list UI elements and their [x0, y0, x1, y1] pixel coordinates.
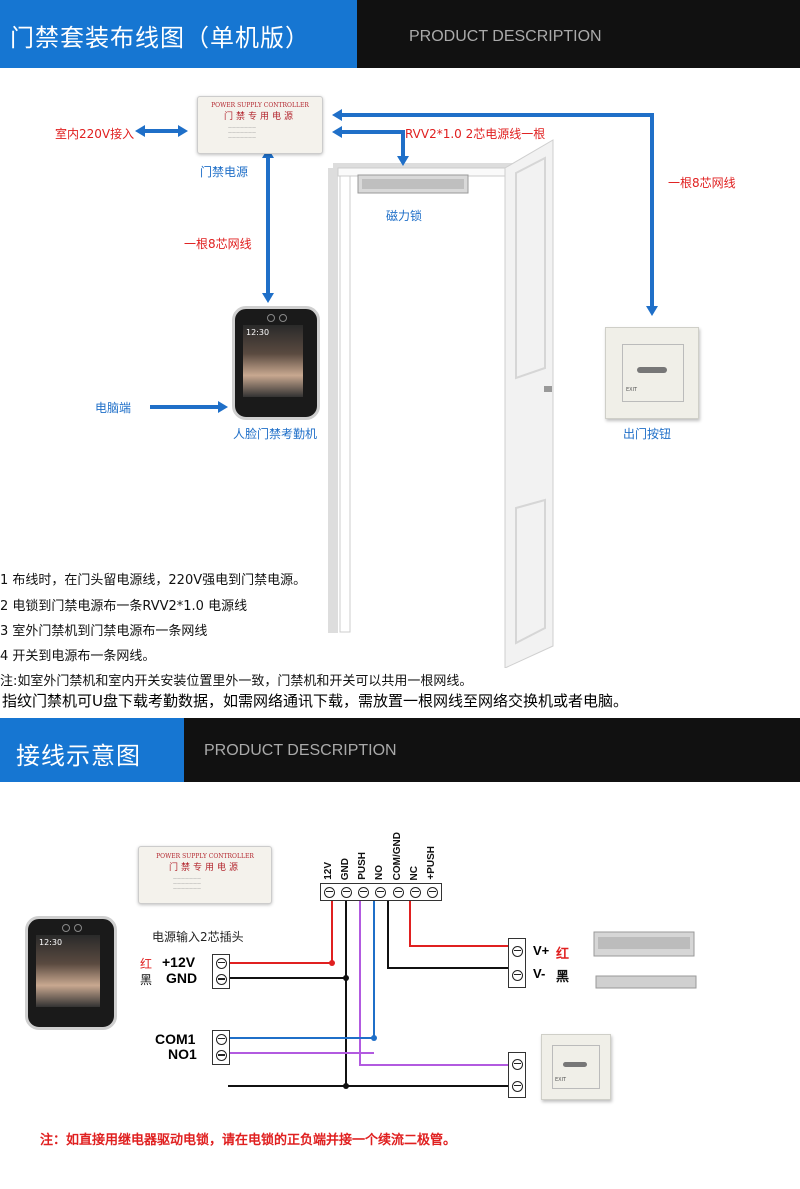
header2-subtitle-bar: PRODUCT DESCRIPTION: [184, 718, 800, 782]
terminal-screw-icon: [511, 1080, 523, 1092]
exit-button-device-2: EXIT: [541, 1034, 611, 1100]
com1-label: COM1: [155, 1031, 196, 1047]
ac-input-label: 室内220V接入: [55, 127, 135, 141]
sensor-icon: [279, 314, 287, 322]
net-cable-right-label: 一根8芯网线: [668, 176, 736, 190]
note-3: 3 室外门禁机到门禁电源布一条网线: [0, 624, 208, 639]
screen-time: 12:30: [246, 328, 270, 337]
exit-button-device: EXIT: [605, 327, 699, 419]
header2-subtitle: PRODUCT DESCRIPTION: [204, 742, 397, 759]
gnd-label: GND: [166, 970, 198, 986]
power-supply-unit-2: POWER SUPPLY CONTROLLER 门禁专用电源 —————————…: [138, 846, 272, 904]
controller-terminal-block: [320, 883, 442, 901]
psu-label-cn-2: 门禁专用电源: [168, 863, 241, 873]
camera-icon: [62, 924, 70, 932]
exit-button-label: 出门按钮: [623, 427, 672, 441]
rvv-cable-label: RVV2*1.0 2芯电源线一根: [405, 127, 546, 141]
wires: [228, 900, 508, 1087]
terminal-labels: 12V GND PUSH NO COM/GND NC +PUSH: [320, 822, 440, 880]
key-icon: [637, 367, 667, 373]
terminal-label-plus-push: +PUSH: [425, 846, 437, 880]
power-supply-unit: POWER SUPPLY CONTROLLER 门禁专用电源 —————————…: [197, 96, 323, 154]
lock-connector: [508, 938, 526, 988]
terminal-screw-icon: [215, 1050, 227, 1062]
door-leaf: [504, 139, 554, 668]
terminal-label-no: NO: [374, 865, 386, 880]
note-2: 2 电锁到门禁电源布一条RVV2*1.0 电源线: [0, 599, 248, 614]
header1-subtitle: PRODUCT DESCRIPTION: [409, 28, 602, 45]
v-minus-color-label: 黑: [556, 970, 570, 985]
exit-text: EXIT: [626, 387, 638, 393]
v-plus-label: V+: [533, 943, 550, 958]
maglock-and-plate: [593, 931, 697, 989]
terminal-screw-icon: [426, 886, 438, 898]
maglock-graphic: [357, 174, 469, 194]
exit-text-2: EXIT: [555, 1077, 567, 1083]
psu-label-cn: 门禁专用电源: [223, 112, 296, 122]
exit-button-connector: [508, 1052, 526, 1098]
psu-label-en: POWER SUPPLY CONTROLLER: [211, 102, 309, 109]
psu-label-en-2: POWER SUPPLY CONTROLLER: [156, 853, 254, 860]
power-input-label: 电源输入2芯插头: [152, 930, 244, 944]
no1-label: NO1: [168, 1046, 197, 1062]
wire-junctions: [329, 960, 377, 1089]
terminal-label-12v: 12V: [323, 862, 335, 880]
footnote: 指纹门禁机可U盘下载考勤数据，如需网络通讯下载，需放置一根网线至网络交换机或者电…: [2, 692, 628, 710]
key-icon: [563, 1062, 587, 1067]
terminal-screw-icon: [409, 886, 421, 898]
cable-arrowheads: [135, 109, 658, 413]
note-1: 1 布线时，在门头留电源线，220V强电到门禁电源。: [0, 573, 307, 588]
com-no-connector: [212, 1030, 230, 1065]
terminal-label-nc: NC: [408, 865, 420, 880]
note-5: 注:如室外门禁机和室内开关安装位置里外一致，门禁机和开关可以共用一根网线。: [0, 674, 473, 689]
terminal-screw-icon: [511, 1058, 523, 1070]
maglock-label: 磁力锁: [386, 209, 423, 223]
psu-caption: 门禁电源: [200, 165, 249, 179]
color-black-label: 黑: [140, 973, 153, 987]
header2-title-bar: 接线示意图: [0, 718, 184, 782]
terminal-screw-icon: [375, 886, 387, 898]
terminal-screw-icon: [511, 969, 523, 981]
header1-title-bar: 门禁套装布线图（单机版）: [0, 0, 357, 68]
face-terminal-label: 人脸门禁考勤机: [233, 427, 318, 441]
screen-time-2: 12:30: [39, 938, 63, 947]
terminal-screw-icon: [511, 945, 523, 957]
header1-title: 门禁套装布线图（单机版）: [10, 24, 310, 52]
terminal-label-com-gnd: COM/GND: [391, 831, 403, 880]
header1-subtitle-bar: PRODUCT DESCRIPTION: [357, 0, 800, 68]
door-frame: [328, 163, 524, 633]
terminal-screw-icon: [341, 886, 353, 898]
face-terminal-screen-2: 12:30: [36, 935, 100, 1007]
note-4: 4 开关到电源布一条网线。: [0, 649, 156, 664]
terminal-screw-icon: [392, 886, 404, 898]
sensor-icon: [74, 924, 82, 932]
power-input-connector: [212, 954, 230, 989]
color-red-label: 红: [140, 957, 153, 971]
header2-title: 接线示意图: [16, 742, 141, 770]
cable-diagram: [135, 109, 658, 668]
face-terminal-screen: 12:30: [243, 325, 303, 397]
terminal-screw-icon: [215, 1033, 227, 1045]
terminal-label-gnd: GND: [340, 857, 352, 880]
net-cable-left-label: 一根8芯网线: [184, 237, 252, 251]
plus12v-label: +12V: [162, 954, 196, 970]
face-terminal-device-2: 12:30: [25, 916, 117, 1030]
face-terminal-device: 12:30: [232, 306, 320, 420]
network-cables: [145, 113, 654, 409]
camera-icon: [267, 314, 275, 322]
terminal-screw-icon: [358, 886, 370, 898]
terminal-label-push: PUSH: [357, 852, 369, 880]
terminal-screw-icon: [215, 957, 227, 969]
wiring-schematic: [228, 900, 697, 1089]
pc-label: 电脑端: [95, 401, 132, 415]
v-minus-label: V-: [533, 966, 546, 981]
warning-note: 注：如直接用继电器驱动电锁，请在电锁的正负端并接一个续流二极管。: [40, 1133, 457, 1148]
terminal-screw-icon: [215, 974, 227, 986]
v-plus-color-label: 红: [556, 947, 570, 962]
terminal-screw-icon: [324, 886, 336, 898]
